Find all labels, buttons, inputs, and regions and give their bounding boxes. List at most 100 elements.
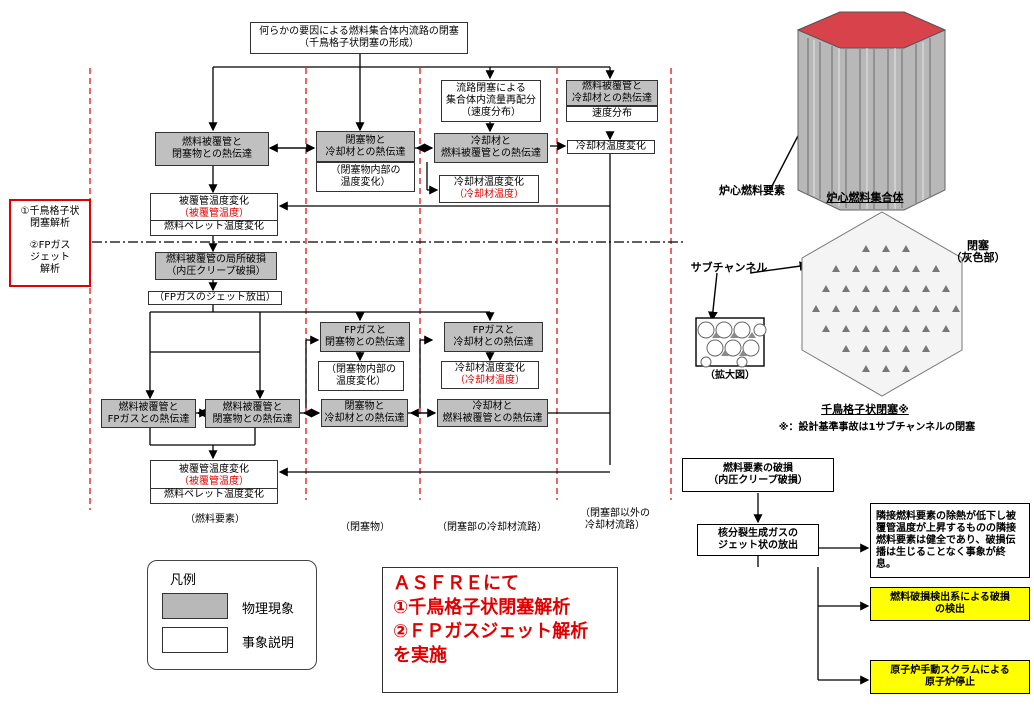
blockage-coolant-heat2-line2: 冷却材との熱伝達 <box>324 413 405 424</box>
clad-temp2-box: 被覆管温度変化 （被覆管温度） 燃料ペレット温度変化 <box>150 460 278 504</box>
column-blockage-label: （閉塞物） <box>340 522 390 533</box>
zoom-subchannel-drawing <box>695 317 767 368</box>
pellet-temp2-label: 燃料ペレット温度変化 <box>151 487 277 501</box>
event-termination-text: 隣接燃料要素の除熱が低下し被覆管温度が上昇するものの隣接燃料要素は健全であり、破… <box>876 510 1016 570</box>
column-other-flow-label: （閉塞部以外の 冷却材流路） <box>560 508 670 532</box>
blockage-inner-temp-line1: （閉塞物内部の <box>330 165 401 176</box>
coolant-clad-heat2-line2: 燃料被覆管との熱伝達 <box>442 413 543 424</box>
clad-fp-heat-line2: FPガスとの熱伝達 <box>107 413 190 425</box>
asfre-box: ＡＳＦＲＥにて ①千鳥格子状閉塞解析 ②ＦＰガスジェット解析 を実施 <box>382 567 618 693</box>
coolant-temp2-line1: 冷却材温度変化 <box>455 363 525 374</box>
side-box-frame <box>9 199 91 287</box>
fp-blockage-heat-line1: FPガスと <box>344 325 386 336</box>
side-analysis-b3: 解析 <box>40 264 60 275</box>
fission-gas-jet-box: 核分裂生成ガスの ジェット状の放出 <box>697 524 819 556</box>
clad-blockage-heat-line2: 閉塞物との熱伝達 <box>172 149 252 160</box>
blockage-origin-line2: （千鳥格子状閉塞の形成） <box>299 38 419 49</box>
clad-temp2-value: （被覆管温度） <box>179 475 249 487</box>
blockage-label-line2: （灰色部） <box>950 251 1006 264</box>
fuel-failure-box: 燃料要素の破損 （内圧クリープ破損） <box>682 458 834 492</box>
coolant-clad-heat-line1: 冷却材と <box>471 136 511 147</box>
reactor-scram-line1: 原子炉手動スクラムによる <box>890 665 1010 676</box>
blockage-inner-temp2-line2: 温度変化） <box>336 376 386 387</box>
failure-detection-box: 燃料破損検出系による破損 の検出 <box>870 587 1030 621</box>
flow-redistribution-box: 流路閉塞による 集合体内流量再配分 （速度分布） <box>441 80 541 122</box>
core-element-label: 炉心燃料要素 <box>719 184 785 197</box>
clad-coolant-heat-right-line1: 燃料被覆管と <box>582 81 642 92</box>
flow-redistribution-line2: 集合体内流量再配分 <box>446 95 536 106</box>
failure-detection-line2: の検出 <box>935 604 965 615</box>
fuel-failure-line1: 燃料要素の破損 <box>723 463 793 474</box>
design-basis-footnote: ※：設計基準事故は1サブチャンネルの閉塞 <box>778 422 976 433</box>
core-assembly-label: 炉心燃料集合体 <box>826 191 904 204</box>
zoom-label: （拡大図） <box>705 370 755 381</box>
blockage-coolant-heat-line1: 閉塞物と <box>345 134 386 146</box>
clad-temp-box: 被覆管温度変化 （被覆管温度） 燃料ペレット温度変化 <box>150 193 278 236</box>
legend-physical-swatch <box>162 593 228 619</box>
legend-box: 凡例 物理現象 事象説明 <box>147 560 317 670</box>
blockage-inner-temp2-box: （閉塞物内部の 温度変化） <box>318 361 404 391</box>
flow-redistribution-line1: 流路閉塞による <box>456 83 526 94</box>
clad-fp-heat-line1: 燃料被覆管と <box>118 401 179 413</box>
coolant-clad-heat-box: 冷却材と 燃料被覆管との熱伝達 <box>434 133 548 163</box>
clad-blockage-heat-line1: 燃料被覆管と <box>182 137 242 148</box>
coolant-temp-value: （冷却材温度） <box>454 189 524 200</box>
column-blocked-flow-label: （閉塞部の冷却材流路） <box>437 522 547 533</box>
blockage-coolant-heat-line2: 冷却材との熱伝達 <box>325 146 406 158</box>
fuel-assembly-drawing <box>796 11 947 211</box>
clad-temp2-line1: 被覆管温度変化 <box>179 463 249 475</box>
hex-cross-section <box>801 211 963 397</box>
fp-jet-label: （FPガスのジェット放出） <box>154 292 276 303</box>
pellet-temp-label: 燃料ペレット温度変化 <box>151 220 277 233</box>
fp-blockage-heat-box: FPガスと 閉塞物との熱伝達 <box>320 322 410 352</box>
blockage-origin-box: 何らかの要因による燃料集合体内流路の閉塞 （千鳥格子状閉塞の形成） <box>250 22 468 54</box>
fission-gas-jet-line2: ジェット状の放出 <box>718 540 798 551</box>
coolant-temp-right-box: 冷却材温度変化 <box>567 140 655 154</box>
fp-coolant-heat-line2: 冷却材との熱伝達 <box>453 337 534 348</box>
legend-event-label: 事象説明 <box>242 636 295 651</box>
flow-redistribution-line3: （速度分布） <box>461 107 521 118</box>
clad-fp-heat-box: 燃料被覆管と FPガスとの熱伝達 <box>101 399 196 428</box>
side-analysis-b2: ジェット <box>30 252 70 263</box>
fp-coolant-heat-box: FPガスと 冷却材との熱伝達 <box>444 322 543 352</box>
fp-blockage-heat-line2: 閉塞物との熱伝達 <box>325 337 405 348</box>
column-separators <box>89 68 672 510</box>
fp-jet-box: （FPガスのジェット放出） <box>148 291 282 305</box>
clad-coolant-heat-right-box: 燃料被覆管と 冷却材との熱伝達 <box>566 80 658 106</box>
clad-temp-line1: 被覆管温度変化 <box>179 196 249 207</box>
speed-distribution-label: 速度分布 <box>592 108 632 119</box>
side-analysis-box: ①千鳥格子状 閉塞解析 ②FPガス ジェット 解析 <box>12 206 88 276</box>
legend-event-swatch <box>162 627 228 653</box>
blockage-inner-temp-line2: 温度変化） <box>340 177 391 188</box>
legend-physical-label: 物理現象 <box>242 602 295 617</box>
asfre-line4: を実施 <box>393 645 447 666</box>
local-failure-line1: 燃料被覆管の局所破損 <box>166 254 266 265</box>
event-termination-box: 隣接燃料要素の除熱が低下し被覆管温度が上昇するものの隣接燃料要素は健全であり、破… <box>870 503 1030 578</box>
legend-title: 凡例 <box>170 573 197 588</box>
side-analysis-a2: 閉塞解析 <box>30 218 70 229</box>
blockage-origin-line1: 何らかの要因による燃料集合体内流路の閉塞 <box>259 26 459 37</box>
blockage-label-line1: 閉塞 <box>967 239 989 252</box>
clad-blockage-heat2-line2: 閉塞物との熱伝達 <box>212 413 293 425</box>
blockage-coolant-heat2-line1: 閉塞物と <box>344 401 385 412</box>
coolant-temp-right-label: 冷却材温度変化 <box>576 141 646 152</box>
column-other-flow-line1: （閉塞部以外の <box>580 508 650 519</box>
reactor-scram-box: 原子炉手動スクラムによる 原子炉停止 <box>870 660 1030 694</box>
fuel-failure-line2: （内圧クリープ破損） <box>708 475 808 486</box>
blockage-label: 閉塞 （灰色部） <box>948 240 1008 264</box>
coolant-clad-heat2-box: 冷却材と 燃料被覆管との熱伝達 <box>437 399 548 427</box>
coolant-temp-line1: 冷却材温度変化 <box>454 177 524 188</box>
clad-temp-value: （被覆管温度） <box>179 208 249 219</box>
column-other-flow-line2: 冷却材流路） <box>585 520 645 531</box>
asfre-line3: ②ＦＰガスジェット解析 <box>393 621 589 642</box>
blockage-coolant-heat2-box: 閉塞物と 冷却材との熱伝達 <box>321 399 408 427</box>
clad-blockage-heat2-line1: 燃料被覆管と <box>222 401 283 413</box>
coolant-clad-heat2-line1: 冷却材と <box>472 401 513 412</box>
checker-blockage-label: 千鳥格子状閉塞※ <box>821 403 909 416</box>
local-failure-box: 燃料被覆管の局所破損 （内圧クリープ破損） <box>155 252 277 280</box>
asfre-line1: ＡＳＦＲＥにて <box>393 573 519 594</box>
side-analysis-a1: ①千鳥格子状 <box>20 206 80 217</box>
fp-coolant-heat-line1: FPガスと <box>472 325 515 336</box>
coolant-temp2-value: （冷却材温度） <box>455 375 525 386</box>
